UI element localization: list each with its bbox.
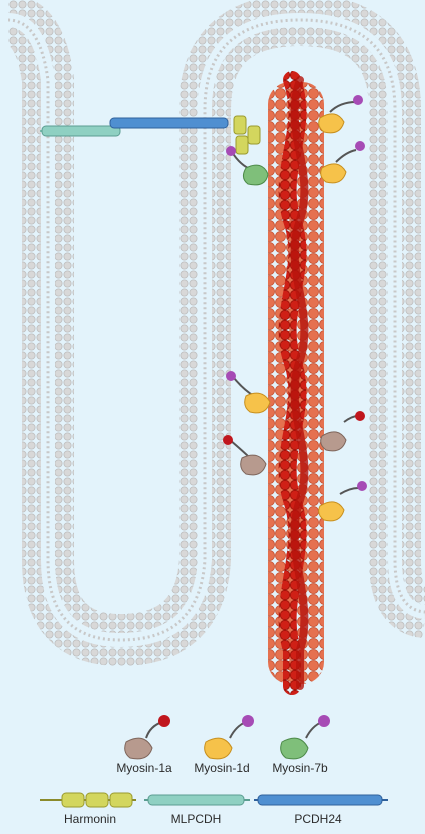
legend-myosin-7b-icon: [281, 715, 330, 759]
mlpcdh-link: [42, 126, 120, 136]
legend-label-pcdh24: PCDH24: [272, 812, 364, 826]
legend-myosin-1d-icon: [205, 715, 254, 759]
myosin-1d-motor: [319, 481, 367, 521]
legend-label-harmonin: Harmonin: [44, 812, 136, 826]
actin-bundle: [268, 80, 324, 686]
legend-label-myosin-7b: Myosin-7b: [264, 761, 336, 775]
myosin-1d-motor: [321, 141, 365, 183]
legend-label-myosin-1a: Myosin-1a: [108, 761, 180, 775]
pcdh24-link: [110, 118, 228, 128]
myosin-1a-motor: [321, 411, 365, 451]
legend-mlpcdh-icon: [144, 795, 250, 805]
harmonin-complex: [234, 116, 260, 154]
myosin-1d-motor: [319, 95, 363, 133]
legend-harmonin-icon: [40, 793, 136, 807]
legend-myosin-1a-icon: [125, 715, 170, 759]
cell-membrane: [8, 20, 425, 640]
myosin-1d-motor: [226, 371, 270, 413]
legend-label-mlpcdh: MLPCDH: [150, 812, 242, 826]
legend-pcdh24-icon: [254, 795, 388, 805]
legend-label-myosin-1d: Myosin-1d: [186, 761, 258, 775]
